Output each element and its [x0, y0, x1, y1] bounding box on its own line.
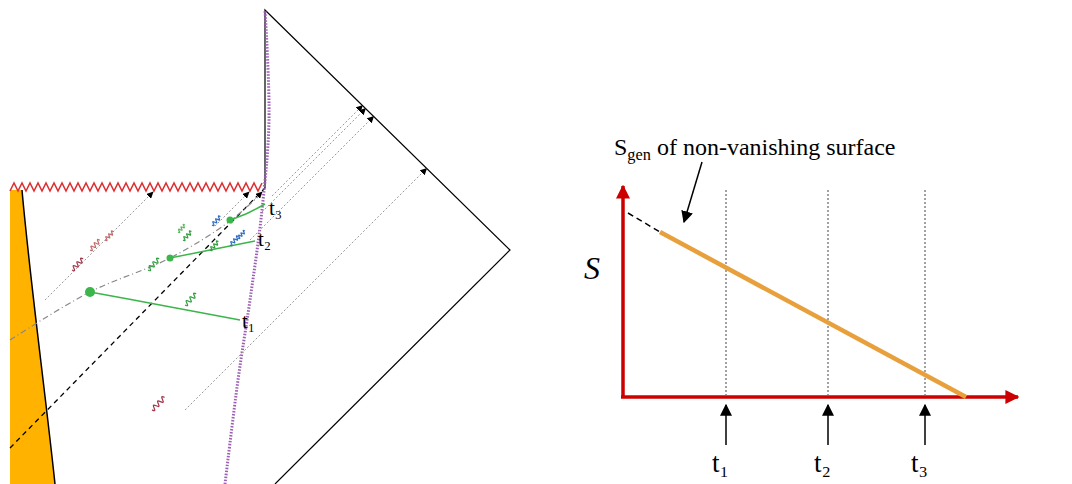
qes-dot — [227, 217, 234, 224]
leader-arrow — [684, 162, 702, 222]
light-ray — [250, 116, 374, 240]
time-arrow — [827, 405, 829, 445]
slice-label: t₁ — [242, 311, 255, 332]
light-ray — [215, 192, 249, 226]
hawking-quantum — [148, 258, 159, 271]
star-surface — [22, 190, 55, 484]
time-marker — [828, 190, 829, 395]
hawking-quantum — [212, 216, 220, 226]
time-marker — [925, 190, 926, 395]
star-body — [10, 190, 55, 484]
slice-label: t₃ — [269, 198, 282, 219]
entropy-curve — [660, 232, 966, 397]
cauchy-slice — [90, 292, 240, 320]
time-arrow — [725, 405, 727, 445]
hawking-quantum — [238, 230, 245, 238]
light-ray — [262, 108, 366, 212]
hawking-quantum — [105, 231, 113, 241]
hawking-quantum — [210, 241, 218, 251]
hawking-quantum — [185, 293, 196, 306]
hawking-quantum — [183, 231, 191, 241]
tick-label: t₁ — [712, 450, 729, 477]
slice-label: t₂ — [258, 229, 271, 250]
tick-label: t₂ — [814, 450, 831, 477]
singularity — [10, 183, 262, 191]
light-ray — [185, 168, 427, 410]
penrose-boundary — [265, 10, 510, 484]
y-axis — [621, 186, 625, 398]
light-ray — [45, 192, 153, 300]
time-marker — [726, 190, 727, 395]
tick-label: t₃ — [911, 450, 928, 477]
qes-dot — [85, 287, 95, 297]
annotation: Sgen of non-vanishing surface — [614, 135, 896, 159]
hawking-quantum — [178, 224, 185, 232]
axis-label: S — [584, 252, 600, 284]
time-arrow — [924, 405, 926, 445]
hawking-quantum — [230, 236, 238, 246]
qes-dot — [167, 255, 174, 262]
light-ray — [240, 192, 262, 214]
event-horizon — [10, 188, 265, 448]
cauchy-slice — [230, 204, 265, 220]
dash-dot-curve — [10, 190, 265, 340]
cauchy-slice — [170, 241, 255, 258]
light-ray — [272, 106, 362, 196]
x-axis — [621, 395, 1018, 399]
hawking-quantum — [72, 258, 83, 271]
hawking-quantum — [90, 239, 100, 250]
hawking-quantum — [152, 397, 165, 411]
extrapolation — [628, 213, 660, 232]
